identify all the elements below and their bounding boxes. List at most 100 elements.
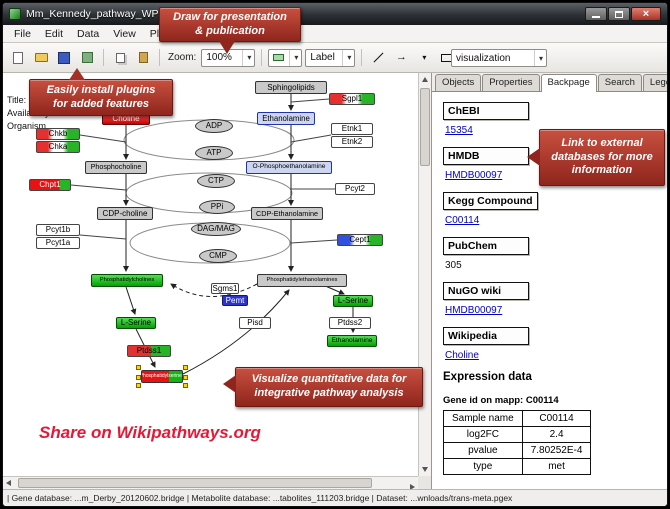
toolbar-separator (159, 49, 160, 66)
menu-file[interactable]: File (14, 27, 31, 40)
visualization-combo[interactable]: visualization ▾ (451, 49, 547, 67)
pathway-canvas[interactable]: Title: Availability Organism (3, 73, 418, 476)
menu-edit[interactable]: Edit (44, 27, 64, 40)
pathway-node-pcyt1b[interactable]: Pcyt1b (36, 224, 80, 236)
pathway-node-atp[interactable]: ATP (195, 146, 233, 160)
selection-handle[interactable] (136, 383, 141, 388)
pathway-node-ptdss2[interactable]: Ptdss2 (329, 317, 371, 329)
scroll-left-icon (6, 480, 11, 486)
pathway-node-sgpl1[interactable]: Sgpl1 (329, 93, 375, 105)
tab-legend[interactable]: Legend (642, 74, 667, 91)
toolbar: Zoom: 100% ▾ ▾ Label ▾ → ▾ ▾ visualizati… (3, 43, 667, 73)
expr-cell: 2.4 (521, 426, 592, 443)
pathway-node-pemt[interactable]: Pemt (222, 295, 248, 306)
db-value-chebi[interactable]: 15354 (445, 125, 473, 136)
menu-view[interactable]: View (113, 27, 136, 40)
titlebar: Mm_Kennedy_pathway_WP1771_45176.gp... × (3, 3, 667, 25)
chevron-down-icon: ▾ (533, 50, 544, 66)
line-tool-button[interactable] (368, 48, 388, 68)
share-wikipathways-text: Share on Wikipathways.org (39, 423, 261, 442)
maximize-button[interactable] (608, 7, 630, 21)
export-button[interactable] (77, 48, 97, 68)
tab-properties[interactable]: Properties (482, 74, 540, 91)
selection-handle[interactable] (183, 374, 188, 380)
info-organism-label: Organism (7, 121, 47, 131)
canvas-horizontal-scrollbar[interactable] (3, 476, 418, 490)
paste-button[interactable] (133, 48, 153, 68)
pathway-node-sgms1[interactable]: Sgms1 (211, 283, 239, 294)
canvas-wrap: Title: Availability Organism (3, 73, 432, 490)
pathway-node-ptdss1[interactable]: Ptdss1 (127, 345, 171, 357)
line-menu-button[interactable]: ▾ (414, 48, 434, 68)
pathway-node-chkb[interactable]: Chkb (36, 128, 80, 140)
arrow-tool-button[interactable]: → (391, 48, 411, 68)
callout-arrow-up-icon (69, 68, 85, 80)
close-button[interactable]: × (631, 7, 661, 21)
pathway-node-sphingolipids[interactable]: Sphingolipids (255, 81, 327, 94)
scroll-right-icon (410, 484, 415, 490)
new-file-icon (13, 51, 23, 64)
pathway-node-ethanolamine[interactable]: Ethanolamine (257, 112, 315, 125)
copy-button[interactable] (110, 48, 130, 68)
pathway-node-l-serine[interactable]: L-Serine (116, 317, 156, 329)
db-value-wikipedia[interactable]: Choline (445, 350, 479, 361)
pathway-node-ctp[interactable]: CTP (197, 174, 235, 188)
pathway-node-o-phosphoethanolamine[interactable]: O-Phosphoethanolamine (246, 161, 332, 174)
app-icon (9, 8, 21, 20)
pathway-node-phosphocholine[interactable]: Phosphocholine (85, 161, 147, 174)
main-area: Title: Availability Organism (3, 73, 667, 490)
pathway-node-ppi[interactable]: PPi (199, 200, 235, 214)
pathway-node-cdp-choline[interactable]: CDP-choline (97, 207, 153, 220)
vertical-scroll-thumb[interactable] (420, 88, 430, 166)
paste-icon (138, 52, 148, 63)
statusbar: | Gene database: ...m_Derby_20120602.bri… (3, 489, 667, 506)
pathway-node-dag-mag[interactable]: DAG/MAG (191, 222, 241, 236)
pathway-node-cept1[interactable]: Cept1 (337, 234, 383, 246)
pathway-node-phosphatidylcholines[interactable]: Phosphatidylcholines (91, 274, 163, 287)
pathway-node-chpt1[interactable]: Chpt1 (29, 179, 71, 191)
label-combo[interactable]: Label ▾ (305, 48, 356, 67)
tab-backpage[interactable]: Backpage (540, 74, 597, 92)
minimize-icon (592, 16, 600, 18)
scroll-up-icon (422, 77, 428, 82)
pathway-node-etnk1[interactable]: Etnk1 (331, 123, 373, 135)
label-combo-value: Label (310, 52, 335, 63)
db-header-pubchem: PubChem (443, 237, 529, 255)
pathway-node-pisd[interactable]: Pisd (239, 317, 271, 329)
pathway-node-phosphatidylethanolamines[interactable]: Phosphatidylethanolamines (257, 274, 347, 287)
save-button[interactable] (54, 48, 74, 68)
horizontal-scroll-thumb[interactable] (18, 478, 372, 488)
pathway-node-pcyt2[interactable]: Pcyt2 (335, 183, 375, 195)
minimize-button[interactable] (585, 7, 607, 21)
tab-objects[interactable]: Objects (435, 74, 482, 91)
copy-icon (115, 52, 125, 63)
pathway-node-phosphatidylserines[interactable]: Phosphatidylserines (141, 370, 183, 383)
selection-handle[interactable] (136, 365, 141, 370)
canvas-vertical-scrollbar[interactable] (418, 73, 431, 476)
open-file-button[interactable] (31, 48, 51, 68)
db-value-kegg-compound[interactable]: C00114 (445, 215, 480, 226)
selection-handle[interactable] (183, 383, 188, 388)
pathway-node-ethanolamine[interactable]: Ethanolamine (327, 335, 377, 347)
selection-handle[interactable] (183, 365, 188, 370)
pathway-node-cmp[interactable]: CMP (199, 249, 237, 263)
db-value-hmdb[interactable]: HMDB00097 (445, 170, 503, 181)
callout-arrow-left-icon (527, 148, 540, 166)
datanode-combo[interactable]: ▾ (268, 48, 303, 67)
pathway-node-chka[interactable]: Chka (36, 141, 80, 153)
pathway-node-cdp-ethanolamine[interactable]: CDP-Ethanolamine (251, 207, 323, 220)
pathway-node-pcyt1a[interactable]: Pcyt1a (36, 237, 80, 249)
pathway-node-l-serine[interactable]: L-Serine (333, 295, 373, 307)
selection-handle[interactable] (136, 374, 141, 380)
pathway-node-adp[interactable]: ADP (195, 119, 233, 133)
tab-search[interactable]: Search (597, 74, 642, 91)
menu-data[interactable]: Data (77, 27, 100, 40)
new-file-button[interactable] (8, 48, 28, 68)
db-header-wikipedia: Wikipedia (443, 327, 529, 345)
db-value-nugo-wiki[interactable]: HMDB00097 (445, 305, 503, 316)
pathway-node-etnk2[interactable]: Etnk2 (331, 136, 373, 148)
